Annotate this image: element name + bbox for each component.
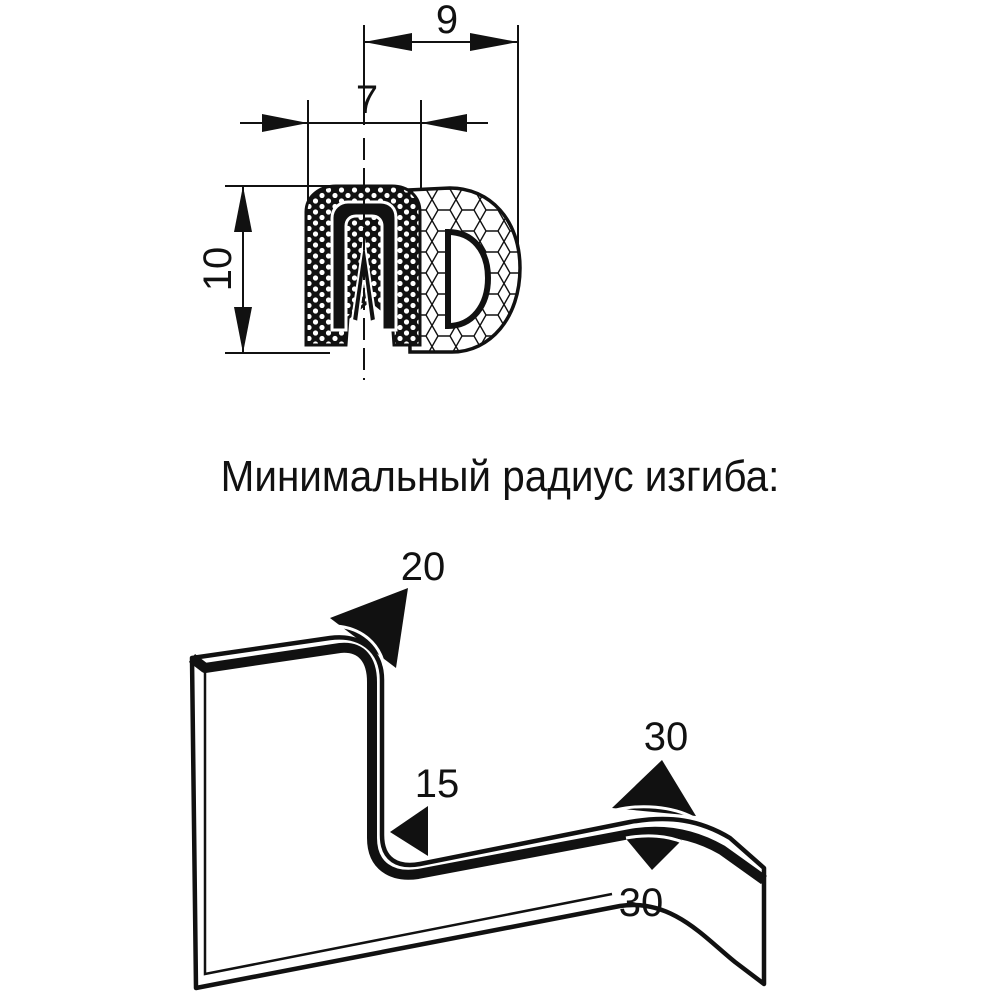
- radius-marker-outer-top: [612, 760, 696, 816]
- dimension-gap-7: [240, 114, 488, 132]
- radius-marker-top: [330, 588, 408, 668]
- clamp-channel: [330, 200, 398, 332]
- radius-marker-inner: [390, 806, 428, 856]
- trim-outline: [189, 635, 767, 991]
- dimension-width-9: [364, 33, 518, 51]
- dimension-height-10: [234, 186, 252, 353]
- radius-label-30-top: 30: [644, 715, 689, 759]
- radius-label-30-bottom: 30: [619, 881, 664, 925]
- radius-arc-top: [335, 624, 386, 667]
- radius-arc-outer-top: [615, 805, 695, 820]
- bulb-hollow: [445, 228, 492, 330]
- trim-inner-wall: [203, 668, 613, 976]
- gap-label: 7: [356, 78, 378, 122]
- radius-arc-outer-bottom: [625, 834, 683, 844]
- height-label: 10: [196, 247, 240, 292]
- radius-marker-outer-bottom: [622, 834, 682, 870]
- radius-arc-inner: [390, 839, 423, 858]
- bent-trim: 20 15 30 30: [188, 545, 767, 991]
- trim-thickness-top: [188, 642, 767, 885]
- edge-trim-profile: 9 7 10: [196, 0, 522, 380]
- radius-label-20: 20: [401, 545, 446, 589]
- bend-radius-caption: Минимальный радиус изгиба:: [220, 452, 780, 501]
- width-label: 9: [436, 0, 458, 42]
- radius-label-15: 15: [415, 762, 460, 806]
